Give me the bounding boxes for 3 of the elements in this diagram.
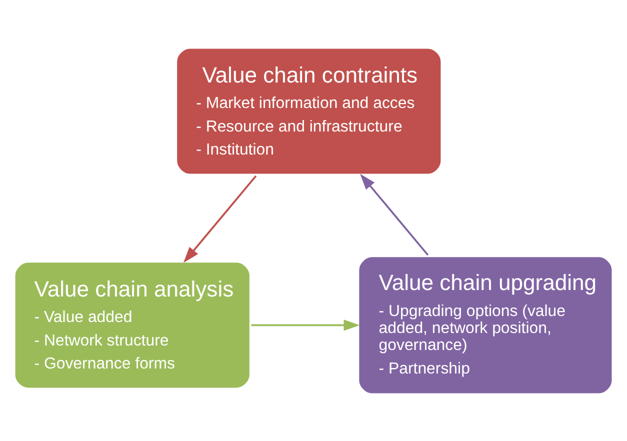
arrow xyxy=(360,173,429,256)
arrow xyxy=(184,174,257,262)
arrow xyxy=(251,319,360,330)
